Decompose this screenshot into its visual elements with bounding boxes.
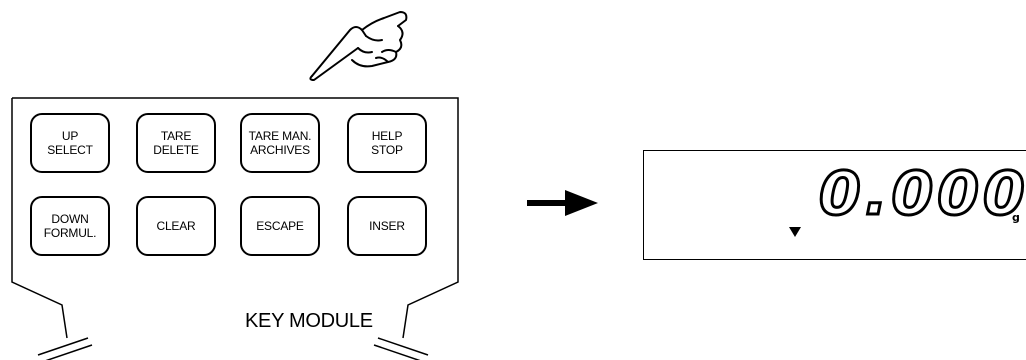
weight-readout: 0.000	[818, 158, 1026, 231]
key-module-outline	[11, 97, 459, 339]
key-tare-man-archives[interactable]: TARE MAN. ARCHIVES	[240, 113, 320, 173]
key-label-line1: INSER	[369, 219, 405, 233]
key-label-line1: TARE MAN.	[248, 129, 312, 143]
lcd-display: 0.000 g	[643, 150, 1026, 260]
pointing-hand-icon	[309, 11, 408, 81]
key-down-formul[interactable]: DOWN FORMUL.	[30, 196, 110, 256]
key-label-line1: HELP	[371, 129, 403, 143]
right-arrow-icon	[527, 190, 598, 216]
key-module-label: KEY MODULE	[245, 310, 373, 332]
stability-indicator-icon	[789, 227, 801, 237]
key-label-line2: DELETE	[153, 143, 199, 157]
key-label-line1: CLEAR	[156, 219, 196, 233]
key-label-line2: FORMUL.	[43, 226, 97, 240]
key-up-select[interactable]: UP SELECT	[30, 113, 110, 173]
break-mark-left	[37, 337, 93, 360]
key-label-line2: ARCHIVES	[250, 143, 310, 157]
key-label-line2: SELECT	[47, 143, 93, 157]
unit-label: g	[1012, 211, 1020, 224]
key-inser[interactable]: INSER	[347, 196, 427, 256]
key-label-line1: DOWN	[51, 212, 89, 226]
key-help-stop[interactable]: HELP STOP	[347, 113, 427, 173]
key-label-line2: STOP	[371, 143, 403, 157]
key-label-line1: TARE	[160, 129, 192, 143]
break-mark-right	[373, 337, 429, 360]
key-clear[interactable]: CLEAR	[136, 196, 216, 256]
key-label-line1: UP	[61, 129, 79, 143]
key-label-line1: ESCAPE	[256, 219, 304, 233]
key-escape[interactable]: ESCAPE	[240, 196, 320, 256]
key-tare-delete[interactable]: TARE DELETE	[136, 113, 216, 173]
